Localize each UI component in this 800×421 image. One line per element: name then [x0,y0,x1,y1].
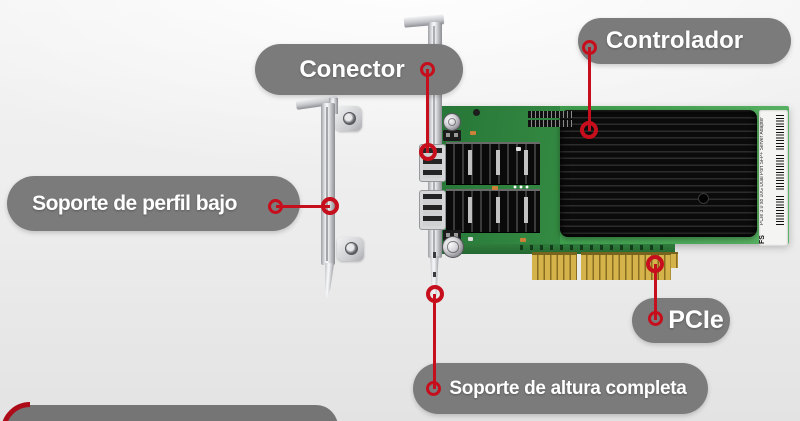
callout-perfil-bajo: Soporte de perfil bajo [7,176,300,231]
resistor [468,237,473,241]
lp-bracket-screw-tab-bottom [337,237,364,261]
leader-line-conector [426,69,429,153]
pcie-gold-fingers-short [532,252,577,280]
barcode [776,196,784,226]
callout-pcie: PCIe [632,298,730,343]
sfp-cage-top [446,142,540,185]
ring-marker-controlador [582,40,597,55]
target-marker-fh-bracket [426,285,444,303]
resistor [520,238,526,242]
leader-line-pcie [654,264,657,320]
target-marker-gold-fingers [646,255,664,273]
ring-marker-pcie [648,311,663,326]
sfp-cage-bottom [446,189,540,233]
connector-block [443,230,461,241]
screw-hole [345,242,358,255]
callout-altura-completa-label: Soporte de altura completa [449,377,687,399]
brand-logo: FS [759,235,766,244]
callout-altura-completa: Soporte de altura completa [413,363,708,414]
ring-marker-conector [420,62,435,77]
barcode [776,155,784,191]
pcie-gold-tab [671,252,678,268]
pcb-via-row [520,245,670,250]
bracket-screw-top [443,113,461,131]
capacitor [473,109,480,116]
chip-row [528,111,572,118]
leader-line-altura-completa [433,294,436,389]
lp-bracket-tail [322,263,335,300]
heatsink-hole [698,193,709,204]
target-marker-heatsink [580,121,598,139]
leader-line-controlador [588,47,591,131]
target-marker-sfp-port [419,143,437,161]
screw-hole [343,112,356,125]
product-label: PCIe 3.0 x8 10G Dual Port SFP+ Server Ad… [759,110,788,246]
bracket-notch [433,252,436,258]
ring-marker-perfil-bajo [268,199,283,214]
callout-controlador-label: Controlador [605,27,744,54]
target-marker-lp-bracket [321,197,339,215]
bottom-partial-pill [4,405,338,421]
barcode [776,115,784,151]
chip-row [528,120,572,127]
callout-conector-label: Conector [299,55,405,83]
resistor [492,186,498,190]
callout-perfil-bajo-label: Soporte de perfil bajo [32,191,237,215]
product-label-title: PCIe 3.0 x8 10G Dual Port SFP+ Server Ad… [760,117,765,225]
connector-block [443,130,461,141]
callout-pcie-label: PCIe [668,306,724,334]
bracket-notch [433,272,436,277]
led-dots [513,185,529,189]
lp-bracket-strip [321,103,335,265]
resistor [516,147,521,151]
fh-bracket-tail [430,256,439,308]
lp-bracket-screw-tab-top [335,106,362,131]
callout-controlador: Controlador [578,18,791,64]
leader-line-perfil-bajo [276,205,330,208]
ring-marker-altura-completa [426,381,441,396]
resistor [470,131,476,135]
sfp-port-opening-bottom [419,190,446,230]
bracket-screw-bottom [442,236,464,258]
